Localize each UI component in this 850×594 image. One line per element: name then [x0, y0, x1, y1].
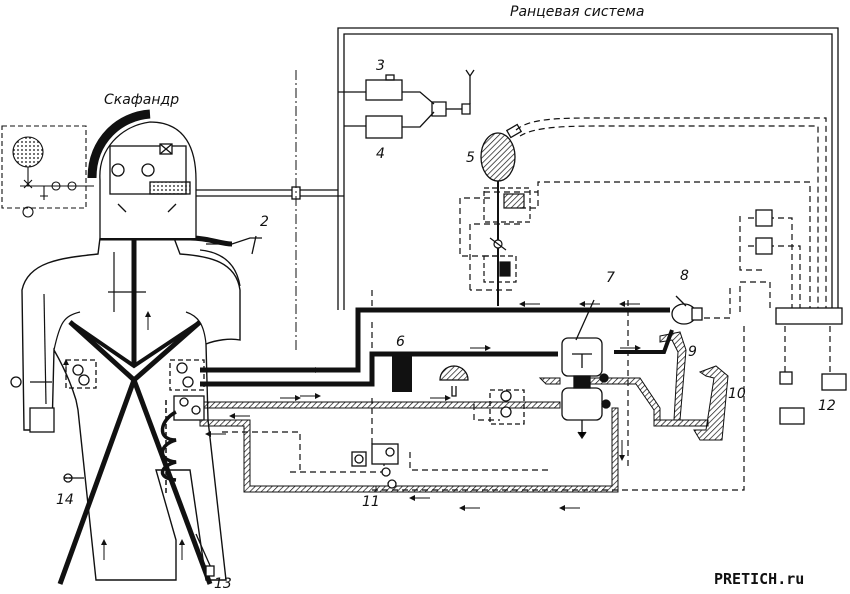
suit-inner-lines [43, 252, 207, 405]
unit-12 [351, 443, 399, 489]
suit-outline [21, 237, 241, 581]
watermark: PRETICH.ru [714, 570, 804, 588]
waist-manifold [10, 359, 205, 421]
callout-9: 9 [688, 344, 697, 360]
unit-4 [344, 69, 475, 139]
callout-4: 4 [376, 146, 385, 162]
coolant-valve [439, 365, 525, 425]
connector-14 [63, 473, 84, 483]
coolant-loops [199, 331, 729, 493]
callout-11: 12 [818, 398, 836, 414]
control-dashed-lines [222, 117, 831, 491]
helmet-oxygen-line [196, 186, 344, 200]
callout-7: 7 [606, 270, 615, 286]
suit-coolant-coil [160, 400, 177, 494]
gauge-panel [1, 125, 94, 218]
coolant-arrows [229, 395, 625, 501]
oxygen-tank-5 [480, 123, 523, 200]
unit-3 [338, 74, 435, 105]
oxygen-pipes-thin-arrows [300, 301, 641, 511]
callout-6: 6 [396, 334, 405, 350]
callout-2: 2 [260, 214, 269, 230]
left-glove [29, 407, 55, 433]
regulator-upper [483, 187, 531, 306]
inlet-2 [199, 235, 262, 287]
callout-5: 5 [466, 150, 475, 166]
callout-14: 14 [56, 492, 74, 508]
sensor-boxes [755, 209, 847, 425]
callout-12: 11 [362, 494, 380, 510]
callout-10: 10 [728, 386, 746, 402]
callout-13: 13 [214, 576, 232, 592]
pump-8 [614, 295, 703, 354]
suit-title: Скафандр [104, 92, 179, 108]
backpack-frame-lines [337, 27, 839, 312]
callout-8: 8 [680, 268, 689, 284]
callout-3: 3 [376, 58, 385, 74]
suit-arrows [63, 311, 226, 560]
system-title: Ранцевая система [510, 4, 644, 20]
block-6 [392, 352, 412, 392]
separator-7 [561, 299, 611, 440]
connector-13 [195, 533, 215, 577]
helmet [87, 109, 197, 238]
